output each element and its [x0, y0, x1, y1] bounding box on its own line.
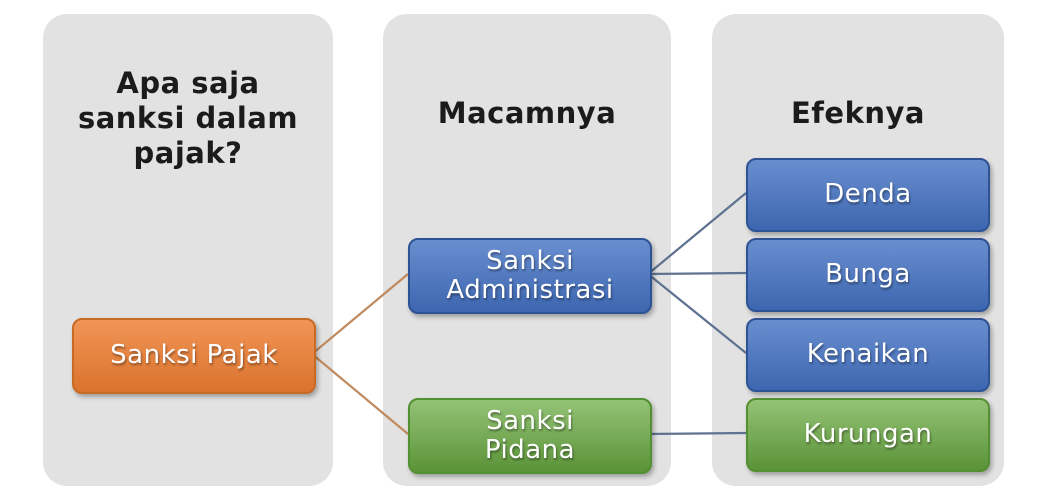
panel-effects-header: Efeknya: [791, 96, 925, 131]
node-kenaikan: Kenaikan: [746, 318, 990, 392]
panel-question-header: Apa saja sanksi dalam pajak?: [77, 66, 299, 170]
node-denda: Denda: [746, 158, 990, 232]
node-bunga: Bunga: [746, 238, 990, 312]
panel-question: Apa saja sanksi dalam pajak?: [43, 14, 333, 486]
node-kurungan: Kurungan: [746, 398, 990, 472]
node-sanksi-pidana: Sanksi Pidana: [408, 398, 652, 474]
node-sanksi-pajak: Sanksi Pajak: [72, 318, 316, 394]
panel-types-header: Macamnya: [437, 96, 617, 131]
node-sanksi-administrasi: Sanksi Administrasi: [408, 238, 652, 314]
